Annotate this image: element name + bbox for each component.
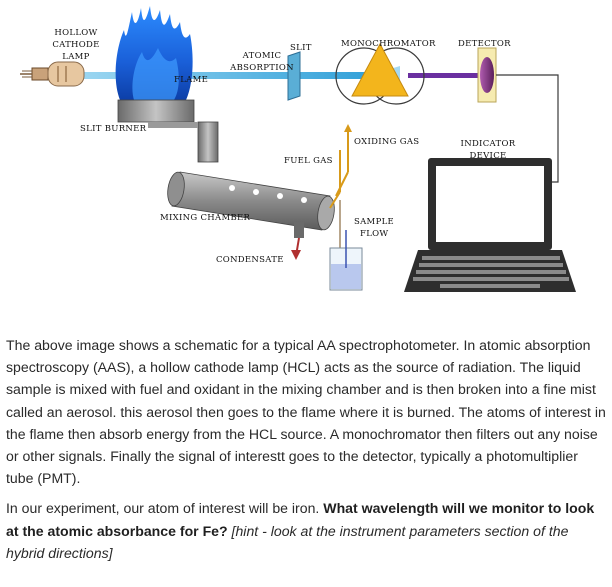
label-slit: SLIT — [290, 43, 312, 53]
label-indicator-device-1: INDICATOR — [461, 139, 516, 149]
gas-lines — [329, 124, 352, 260]
label-hollow-cathode-lamp-1: HOLLOW — [54, 28, 97, 38]
hollow-cathode-lamp — [20, 61, 85, 87]
slit-burner — [117, 99, 219, 163]
hint-text: [hint - look at the instrument parameter… — [6, 522, 569, 561]
label-oxidizing-gas: OXIDING GAS — [354, 137, 419, 147]
label-slit-burner: SLIT BURNER — [80, 124, 147, 134]
label-flame: FLAME — [174, 75, 208, 85]
detector — [477, 47, 497, 103]
paragraph-1: The above image shows a schematic for a … — [6, 337, 606, 487]
label-detector: DETECTOR — [458, 39, 511, 49]
label-atomic-absorption-2: ABSORPTION — [229, 63, 294, 73]
flame — [115, 6, 193, 100]
label-hollow-cathode-lamp-3: LAMP — [62, 52, 89, 62]
light-beam-right — [408, 73, 480, 78]
paragraph-2: In our experiment, our atom of interest … — [6, 497, 608, 564]
description-text: The above image shows a schematic for a … — [6, 334, 608, 564]
slit — [287, 51, 301, 101]
label-condensate: CONDENSATE — [216, 255, 284, 265]
mixing-chamber — [167, 171, 335, 231]
question-text: What wavelength will we monitor to look … — [6, 500, 595, 539]
label-mixing-chamber: MIXING CHAMBER — [160, 213, 251, 223]
indicator-device — [404, 158, 576, 292]
aa-spectrophotometer-diagram: HOLLOW CATHODE LAMP FLAME ATOMIC ABSORPT… — [20, 6, 576, 292]
label-indicator-device-2: DEVICE — [469, 151, 506, 161]
label-sample-flow-1: SAMPLE — [354, 217, 394, 227]
sample-beaker — [329, 230, 363, 291]
label-fuel-gas: FUEL GAS — [284, 156, 333, 166]
label-monochromator: MONOCHROMATOR — [341, 39, 436, 49]
detector-wire — [496, 74, 559, 183]
label-sample-flow-2: FLOW — [360, 229, 388, 239]
monochromator — [335, 42, 425, 105]
condensate-drain — [291, 222, 304, 260]
label-hollow-cathode-lamp-2: CATHODE — [52, 40, 99, 50]
light-beam-left — [70, 72, 380, 79]
label-atomic-absorption-1: ATOMIC — [242, 51, 282, 61]
paragraph-2-intro: In our experiment, our atom of interest … — [6, 500, 324, 517]
